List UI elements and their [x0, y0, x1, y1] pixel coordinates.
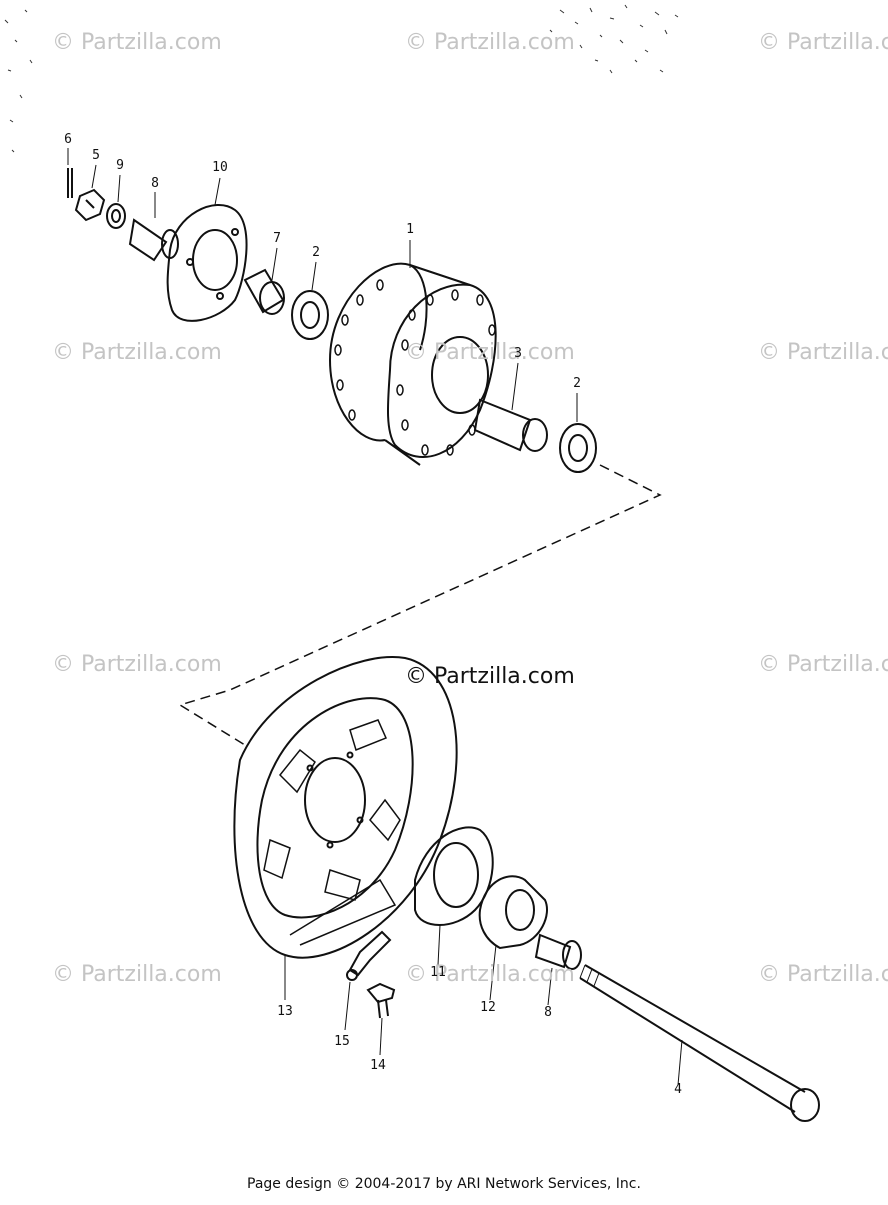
- part-2-bearing-lower: [559, 423, 597, 473]
- callout-11: 11: [430, 965, 446, 980]
- callout-15: 15: [334, 1034, 350, 1049]
- callout-12: 12: [480, 1000, 496, 1015]
- watermark: © Partzilla.com: [52, 652, 222, 677]
- watermark: © Partzilla.com: [758, 652, 888, 677]
- callout-3: 3: [514, 346, 522, 361]
- watermark: © Partzilla.com: [405, 962, 575, 987]
- part-13-brake-disc: [233, 656, 458, 959]
- center-copyright: © Partzilla.com: [405, 664, 575, 689]
- page-footer: Page design © 2004-2017 by ARI Network S…: [247, 1176, 641, 1192]
- part-8-spacer-lower: [534, 933, 582, 970]
- callout-10: 10: [212, 160, 228, 175]
- watermark: © Partzilla.com: [758, 340, 888, 365]
- part-2-bearing: [291, 290, 329, 340]
- watermark: © Partzilla.com: [52, 30, 222, 55]
- part-5-castle-nut: [74, 188, 106, 222]
- callout-1: 1: [406, 222, 414, 237]
- leader-lines: [67, 148, 683, 1086]
- part-9-washer: [106, 203, 126, 229]
- watermark: © Partzilla.com: [52, 962, 222, 987]
- part-1-wheel-hub: [329, 262, 497, 466]
- callout-8: 8: [151, 176, 159, 191]
- part-10-drive-plate: [166, 204, 248, 322]
- part-14-bolt: [366, 982, 396, 1019]
- callout-7: 7: [273, 231, 281, 246]
- callout-5: 5: [92, 148, 100, 163]
- print-noise: [4, 4, 679, 153]
- part-11-dust-seal: [414, 826, 494, 926]
- watermark: © Partzilla.com: [758, 30, 888, 55]
- callout-8-lower: 8: [544, 1005, 552, 1020]
- part-12-hub-carrier: [478, 875, 548, 950]
- part-7-bushing: [243, 268, 285, 315]
- part-6-cotter-pin: [67, 168, 73, 198]
- callout-14: 14: [370, 1058, 386, 1073]
- part-15-lock-clip: [346, 930, 392, 981]
- watermark: © Partzilla.com: [52, 340, 222, 365]
- callout-13: 13: [277, 1004, 293, 1019]
- part-3-spacer: [473, 398, 548, 452]
- watermark: © Partzilla.com: [405, 30, 575, 55]
- callout-2-lower: 2: [573, 376, 581, 391]
- callout-2: 2: [312, 245, 320, 260]
- watermark: © Partzilla.com: [758, 962, 888, 987]
- watermark: © Partzilla.com: [405, 340, 575, 365]
- callout-6: 6: [64, 132, 72, 147]
- callout-9: 9: [116, 158, 124, 173]
- part-8-spacer: [128, 218, 179, 262]
- callout-4: 4: [674, 1082, 682, 1097]
- part-4-axle: [579, 964, 820, 1122]
- assembly-axis-line: [178, 464, 662, 746]
